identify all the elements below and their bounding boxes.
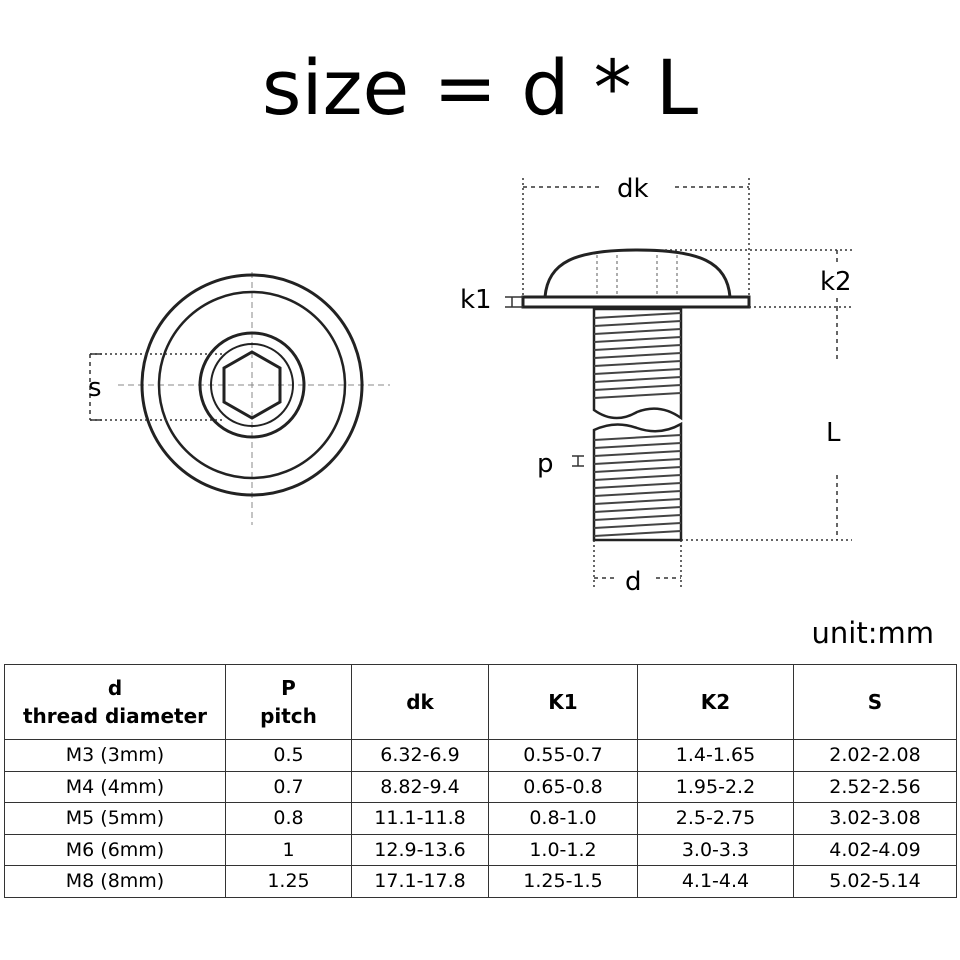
- header-line1: K1: [548, 690, 578, 714]
- table-cell: 1.25: [225, 865, 352, 898]
- s-dimension: [89, 353, 224, 421]
- page-title: size = d * L: [261, 43, 699, 132]
- table-cell: 8.82-9.4: [351, 770, 489, 803]
- table-cell: 5.02-5.14: [793, 865, 957, 898]
- k1-label: k1: [460, 285, 492, 315]
- header-line1: dk: [406, 690, 434, 714]
- table-cell: M4 (4mm): [4, 770, 226, 803]
- table-cell: 6.32-6.9: [351, 739, 489, 772]
- table-cell: 3.0-3.3: [637, 833, 794, 866]
- l-dimension: [681, 307, 852, 541]
- table-cell: 0.8-1.0: [488, 802, 638, 835]
- table-header-row: d thread diameter P pitch dk K1 K2 S: [4, 664, 957, 740]
- p-label: p: [537, 449, 554, 479]
- top-view: [118, 272, 390, 525]
- table-cell: 1.4-1.65: [637, 739, 794, 772]
- d-label: d: [625, 567, 642, 597]
- table-cell: 0.7: [225, 770, 352, 803]
- header-k2: K2: [637, 664, 794, 740]
- table-cell: 1.25-1.5: [488, 865, 638, 898]
- header-k1: K1: [488, 664, 638, 740]
- k1-dimension: [505, 296, 523, 308]
- side-view: [521, 248, 751, 542]
- table-cell: M6 (6mm): [4, 833, 226, 866]
- table-cell: 1: [225, 833, 352, 866]
- header-line2: pitch: [260, 704, 317, 728]
- header-pitch: P pitch: [225, 664, 352, 740]
- table-cell: 0.8: [225, 802, 352, 835]
- table-cell: 2.5-2.75: [637, 802, 794, 835]
- table-cell: 4.02-4.09: [793, 833, 957, 866]
- table-cell: 4.1-4.4: [637, 865, 794, 898]
- screw-technical-drawing: s: [88, 174, 852, 597]
- table-row: M3 (3mm) 0.5 6.32-6.9 0.55-0.7 1.4-1.65 …: [4, 739, 957, 772]
- table-cell: 12.9-13.6: [351, 833, 489, 866]
- table-row: M8 (8mm) 1.25 17.1-17.8 1.25-1.5 4.1-4.4…: [4, 865, 957, 898]
- table-cell: 2.52-2.56: [793, 770, 957, 803]
- d-dimension: [593, 540, 682, 588]
- hex-socket: [222, 350, 282, 420]
- s-label: s: [88, 373, 102, 403]
- header-line1: P: [281, 676, 296, 700]
- l-label: L: [826, 418, 841, 448]
- header-dk: dk: [351, 664, 489, 740]
- table-row: M5 (5mm) 0.8 11.1-11.8 0.8-1.0 2.5-2.75 …: [4, 802, 957, 835]
- header-line1: K2: [700, 690, 731, 714]
- table-cell: M3 (3mm): [4, 739, 226, 772]
- table-row: M6 (6mm) 1 12.9-13.6 1.0-1.2 3.0-3.3 4.0…: [4, 833, 957, 866]
- header-s: S: [793, 664, 957, 740]
- k2-dimension: [665, 249, 852, 308]
- dk-dimension: [522, 178, 750, 297]
- table-cell: M5 (5mm): [4, 802, 226, 835]
- dk-label: dk: [617, 174, 649, 204]
- table-cell: 0.5: [225, 739, 352, 772]
- table-cell: 17.1-17.8: [351, 865, 489, 898]
- table-cell: 0.55-0.7: [488, 739, 638, 772]
- table-cell: 3.02-3.08: [793, 802, 957, 835]
- header-line2: thread diameter: [22, 704, 208, 728]
- table-cell: M8 (8mm): [4, 865, 226, 898]
- header-line1: d: [107, 676, 123, 700]
- table-cell: 1.95-2.2: [637, 770, 794, 803]
- dimension-table: d thread diameter P pitch dk K1 K2 S M3 …: [4, 664, 957, 898]
- table-cell: 0.65-0.8: [488, 770, 638, 803]
- p-dimension: [572, 455, 584, 467]
- unit-label: unit:mm: [811, 616, 934, 650]
- table-row: M4 (4mm) 0.7 8.82-9.4 0.65-0.8 1.95-2.2 …: [4, 770, 957, 803]
- header-line1: S: [867, 690, 883, 714]
- k2-label: k2: [820, 267, 852, 297]
- header-thread-diameter: d thread diameter: [4, 664, 226, 740]
- table-cell: 1.0-1.2: [488, 833, 638, 866]
- table-cell: 11.1-11.8: [351, 802, 489, 835]
- table-cell: 2.02-2.08: [793, 739, 957, 772]
